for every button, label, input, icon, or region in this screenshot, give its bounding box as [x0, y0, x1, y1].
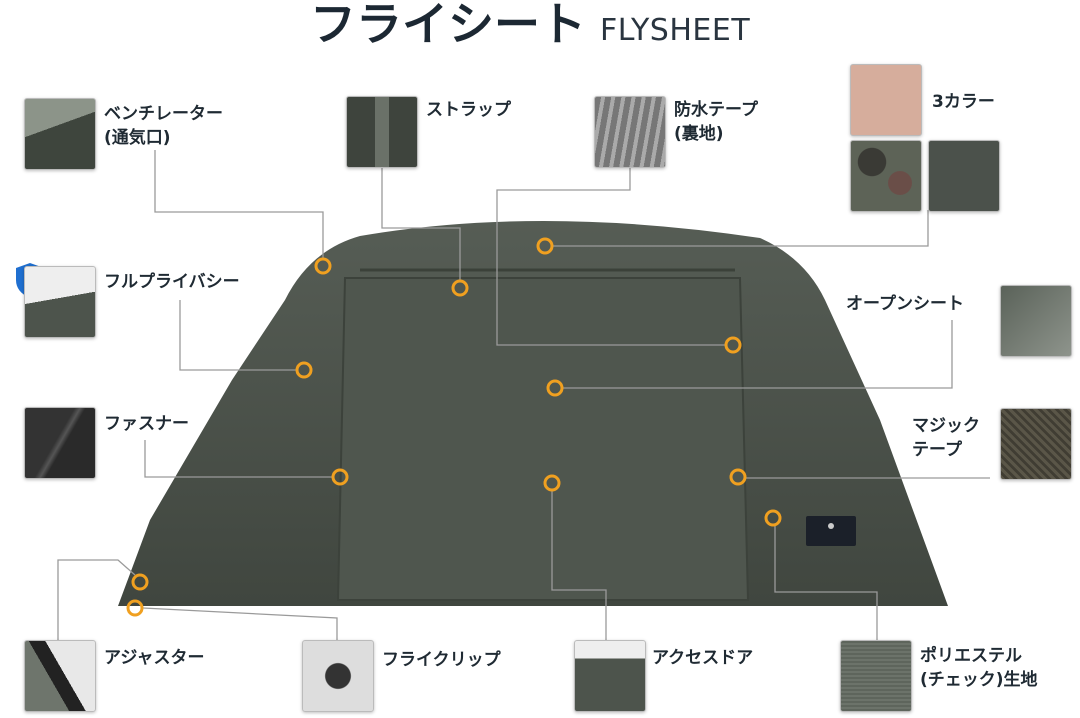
- marker-open-sheet: [546, 379, 564, 397]
- label-fly-clip: フライクリップ: [382, 650, 501, 670]
- thumb-fly-clip: [302, 640, 374, 712]
- swatch-camo: [850, 140, 922, 212]
- label-magic-tape: マジック テープ: [912, 416, 980, 460]
- label-ventilator: ベンチレーター (通気口): [104, 104, 223, 148]
- title-jp: フライシート: [310, 0, 586, 51]
- thumb-privacy: [24, 266, 96, 338]
- label-fastener: ファスナー: [104, 414, 189, 434]
- tent-logo-patch: [806, 516, 856, 546]
- label-colors: 3カラー: [932, 92, 995, 112]
- thumb-access-door: [574, 640, 646, 712]
- marker-ventilator: [314, 257, 332, 275]
- thumb-magic-tape: [1000, 408, 1072, 480]
- label-adjuster: アジャスター: [104, 648, 205, 668]
- marker-strap: [451, 279, 469, 297]
- marker-access-door: [543, 474, 561, 492]
- page-title: フライシート FLYSHEET: [310, 0, 750, 54]
- label-waterproof-tape: 防水テープ (裏地): [674, 100, 758, 144]
- label-polyester: ポリエステル (チェック)生地: [920, 646, 1038, 690]
- thumb-ventilator: [24, 98, 96, 170]
- markers: [126, 237, 782, 617]
- thumb-polyester: [840, 640, 912, 712]
- thumb-open-sheet: [1000, 285, 1072, 357]
- thumb-strap: [346, 96, 418, 168]
- leader-lines: [57, 150, 990, 640]
- marker-privacy: [295, 361, 313, 379]
- thumb-waterproof-tape: [594, 96, 666, 168]
- label-strap: ストラップ: [426, 100, 511, 120]
- marker-adjuster: [131, 573, 149, 591]
- thumb-fastener: [24, 407, 96, 479]
- swatch-pink: [850, 64, 922, 136]
- tent-door-panel: [336, 277, 750, 601]
- marker-waterproof-tape: [724, 336, 742, 354]
- marker-magic-tape: [729, 468, 747, 486]
- marker-fly-clip: [126, 599, 144, 617]
- label-open-sheet: オープンシート: [846, 294, 964, 314]
- label-access-door: アクセスドア: [652, 648, 754, 668]
- marker-fastener: [331, 468, 349, 486]
- marker-colors: [536, 237, 554, 255]
- marker-polyester: [764, 509, 782, 527]
- thumb-adjuster: [24, 640, 96, 712]
- label-privacy: フルプライバシー: [104, 272, 240, 292]
- swatch-green: [928, 140, 1000, 212]
- title-en: FLYSHEET: [600, 13, 751, 48]
